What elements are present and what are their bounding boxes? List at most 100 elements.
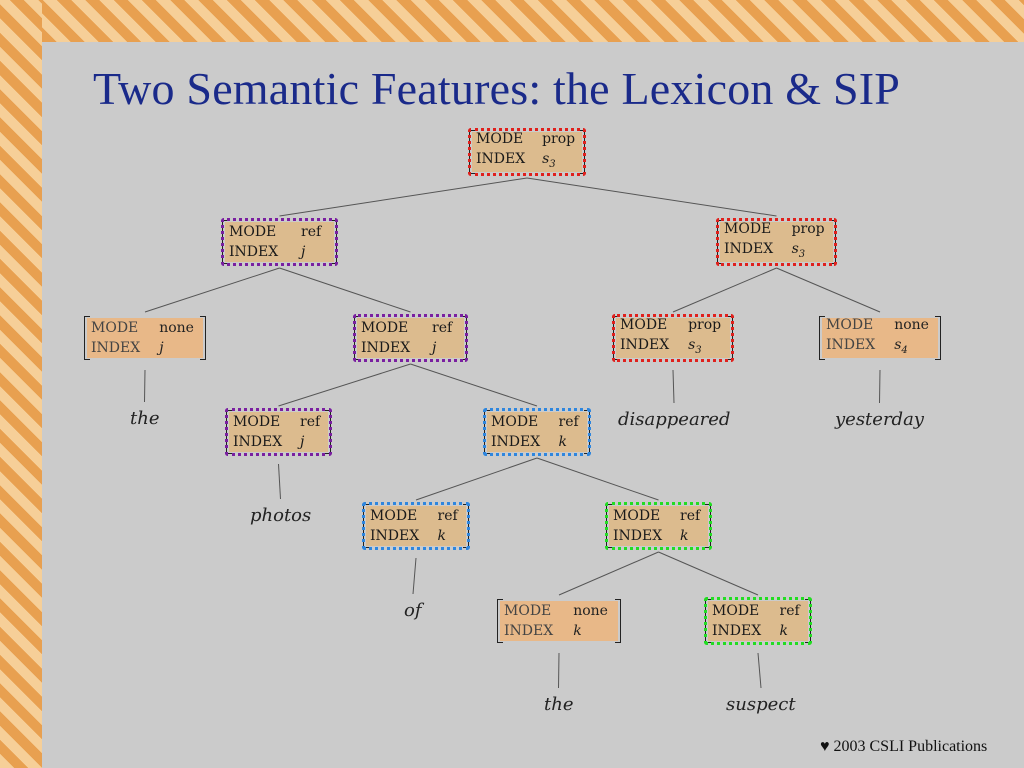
feature-index-value: k (558, 434, 567, 450)
feature-mode-value: ref (437, 508, 458, 524)
slide-border-left (0, 0, 42, 768)
leaf-edge-det2 (558, 652, 560, 689)
feature-index-label: INDEX (620, 337, 670, 354)
feature-index-value: s3 (791, 241, 806, 260)
bracket-left (497, 599, 503, 643)
feature-mode-value: prop (688, 317, 722, 334)
highlight-outline-blue (362, 502, 470, 550)
leaf-edge-v (672, 369, 675, 404)
feature-index-label: INDEX (613, 528, 663, 544)
bracket-right (200, 316, 206, 360)
bracket-left (819, 316, 825, 360)
leaf-word-photos: photos (250, 505, 312, 526)
feature-mode-value: ref (300, 414, 321, 430)
feature-index-label: INDEX (370, 528, 420, 544)
feature-index-value: k (680, 528, 689, 544)
feature-index-value: j (301, 244, 306, 260)
leaf-word-suspect: suspect (726, 694, 796, 715)
feature-index-value: k (779, 623, 788, 639)
feature-mode-label: MODE (826, 317, 874, 334)
feature-index-value: j (300, 434, 305, 450)
feature-index-value: k (573, 623, 582, 639)
leaf-word-of: of (404, 600, 422, 621)
feature-mode-label: MODE (712, 603, 760, 619)
feature-mode-value: none (894, 317, 929, 334)
tree-edge-np2-n2 (658, 551, 759, 596)
leaf-edge-adv (879, 369, 881, 404)
feature-index-label: INDEX (712, 623, 762, 639)
feature-index-label: INDEX (229, 244, 279, 260)
tree-edge-s-vp (526, 177, 777, 217)
leaf-edge-n1 (278, 463, 281, 500)
feature-mode-value: ref (432, 320, 453, 336)
feature-mode-label: MODE (233, 414, 281, 430)
leaf-word-the2: the (544, 694, 574, 715)
feature-index-label: INDEX (504, 623, 554, 639)
highlight-outline-red (468, 128, 586, 176)
feature-mode-label: MODE (724, 221, 772, 238)
feature-mode-value: ref (779, 603, 800, 619)
highlight-outline-green (605, 502, 712, 550)
slide-title: Two Semantic Features: the Lexicon & SIP (93, 63, 901, 114)
feature-mode-value: none (159, 320, 194, 336)
feature-index-label: INDEX (233, 434, 283, 450)
leaf-word-the1: the (130, 408, 160, 429)
feature-mode-value: ref (680, 508, 701, 524)
feature-mode-label: MODE (91, 320, 139, 336)
feature-mode-label: MODE (370, 508, 418, 524)
leaf-edge-det1 (144, 369, 146, 403)
feature-mode-label: MODE (361, 320, 409, 336)
footer-text: 2003 CSLI Publications (833, 738, 988, 755)
feature-mode-label: MODE (491, 414, 539, 430)
feature-index-label: INDEX (361, 340, 411, 356)
feature-mode-value: ref (301, 224, 322, 240)
feature-index-value: s3 (542, 151, 556, 170)
feature-index-label: INDEX (724, 241, 774, 258)
footer: ♥2003 CSLI Publications (820, 738, 987, 756)
feature-mode-label: MODE (476, 131, 524, 148)
tree-edge-np2-det2 (558, 551, 659, 596)
slide-border-top (0, 0, 1024, 42)
leaf-word-yesterday: yesterday (835, 409, 924, 430)
feature-index-label: INDEX (491, 434, 541, 450)
feature-index-value: s3 (688, 337, 702, 356)
highlight-outline-green (704, 597, 812, 645)
highlight-outline-purple (225, 408, 332, 456)
highlight-outline-purple (353, 314, 468, 362)
heart-icon: ♥ (820, 738, 830, 755)
feature-index-value: s4 (894, 337, 908, 356)
tree-edge-nom1-n1 (278, 363, 411, 407)
feature-index-label: INDEX (826, 337, 876, 354)
feature-mode-label: MODE (620, 317, 668, 334)
tree-edge-s-np1 (279, 177, 528, 217)
tree-edge-pp-p (415, 457, 538, 501)
leaf-word-disappeared: disappeared (618, 409, 731, 430)
feature-mode-label: MODE (229, 224, 277, 240)
tree-edge-pp-np2 (536, 457, 659, 501)
feature-mode-value: prop (791, 221, 825, 238)
